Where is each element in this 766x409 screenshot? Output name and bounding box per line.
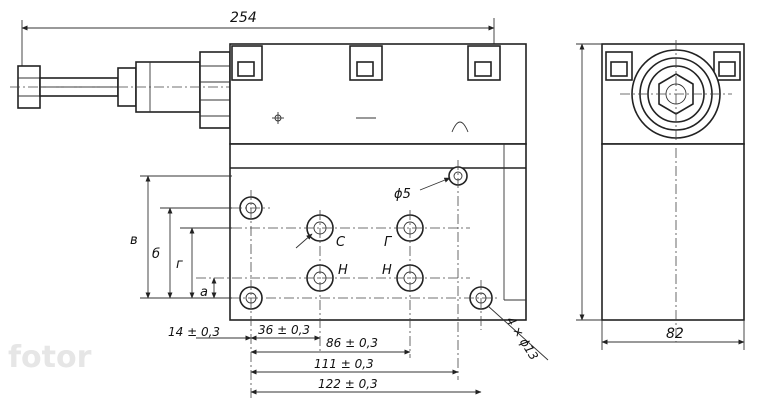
port-label-n1: Н: [338, 263, 348, 278]
label-82: 82: [666, 326, 684, 342]
valve-body-side: [601, 40, 745, 342]
dim-14: 14 ± 0,3: [168, 325, 220, 339]
label-254: 254: [230, 10, 257, 26]
dim-36: 36 ± 0,3: [258, 323, 310, 337]
port-label-g: Г: [384, 235, 393, 250]
port-label-c: С: [336, 235, 346, 250]
label-4x13: 4 × ϕ13: [503, 314, 541, 363]
port-label-n2: Н: [382, 263, 392, 278]
vertical-dimensions: в б г а: [130, 175, 232, 300]
dim-122: 122 ± 0,3: [318, 377, 378, 391]
label-phi5: ϕ5: [394, 187, 411, 202]
dim-111: 111 ± 0,3: [314, 357, 374, 371]
side-dimensions: 82: [576, 43, 745, 350]
dim-b: б: [152, 247, 160, 262]
horizontal-dimensions: 14 ± 0,3 36 ± 0,3 86 ± 0,3 111 ± 0,3 122…: [168, 323, 482, 395]
watermark: fotor: [8, 340, 92, 375]
valve-body-front: [229, 43, 527, 321]
dim-86: 86 ± 0,3: [326, 336, 378, 350]
dimension-254: 254: [21, 10, 495, 66]
dim-g: г: [176, 257, 183, 272]
dim-v: в: [130, 233, 138, 248]
dim-a: а: [200, 285, 208, 300]
adjusting-screw: [10, 51, 240, 129]
